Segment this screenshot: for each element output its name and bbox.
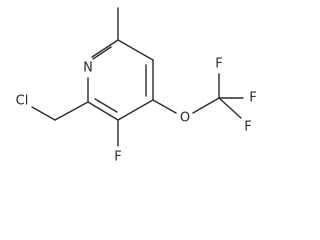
bond-c6-c5 [117, 39, 154, 61]
atom-fluorine-top: F [215, 57, 222, 72]
atom-labels: N Cl F O F F F [16, 57, 257, 165]
bond-ch2-cl [31, 106, 56, 121]
bonds [31, 7, 244, 147]
bond-c6-n-double [92, 46, 112, 60]
bond-c4-c3 [117, 99, 154, 121]
atom-nitrogen: N [83, 61, 93, 76]
bond-c3-c2 [87, 101, 119, 121]
atom-fluorine-ring: F [114, 150, 121, 165]
bond-c2-ch2 [54, 101, 89, 121]
bond-c4-o [152, 99, 177, 114]
atom-oxygen: O [180, 111, 190, 126]
bond-cf3-f-bottom [218, 97, 242, 119]
bond-c3-c2-double [94, 98, 118, 113]
atom-fluorine-bottom: F [244, 120, 251, 135]
bond-o-cf3 [192, 97, 220, 114]
chemical-structure: N Cl F O F F F [16, 7, 257, 165]
atom-fluorine-right: F [249, 91, 256, 106]
bond-c6-n [91, 39, 119, 58]
atom-chlorine: Cl [16, 94, 29, 109]
structure-drawing: N Cl F O F F F [16, 7, 257, 165]
